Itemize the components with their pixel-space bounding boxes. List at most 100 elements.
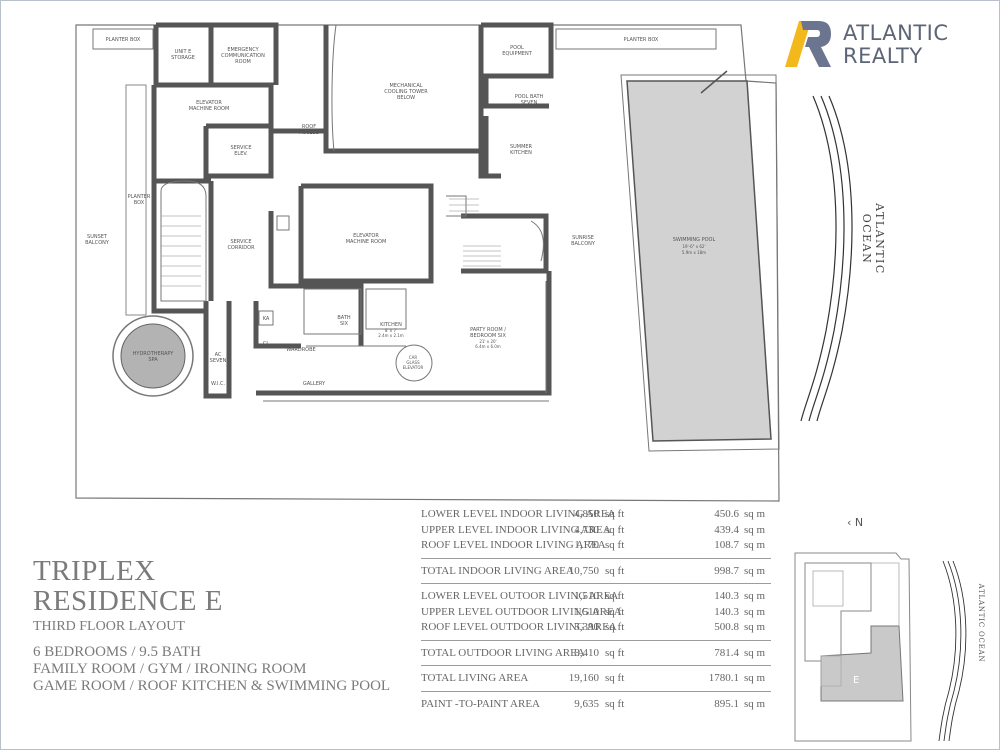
label-wardrobe: WARDROBE (286, 347, 315, 353)
label-kitchen-2: 8' x 7' (385, 328, 397, 333)
label-ac-seven-1: AC (215, 352, 222, 358)
label-service-corridor-2: CORRIDOR (227, 245, 255, 251)
area-group: TOTAL LIVING AREA 19,160 sq ft 1780.1 sq m (421, 666, 771, 692)
label-unit-storage-2: STORAGE (171, 55, 195, 61)
area-name: UPPER LEVEL OUTDOOR LIVING AREA (421, 605, 622, 618)
label-pool-bath-1: POOL BATH (515, 94, 544, 100)
area-row: TOTAL LIVING AREA 19,160 sq ft 1780.1 sq m (421, 670, 771, 686)
area-sqm: 998.7 (714, 564, 739, 577)
swimming-pool (626, 80, 772, 442)
area-sqft: 1,510 (574, 605, 599, 618)
logo-word-atlantic: ATLANTIC (843, 21, 949, 45)
area-name: TOTAL LIVING AREA (421, 672, 529, 684)
label-party-room-2: BEDROOM SIX (470, 333, 506, 339)
label-sunset-balcony-2: BALCONY (85, 240, 110, 246)
label-mechanical-1: MECHANICAL (389, 83, 422, 89)
area-sqft-unit: sq ft (605, 590, 625, 602)
planter-box-strip (125, 84, 147, 316)
label-unit-storage-1: UNIT E (175, 49, 192, 55)
planter-box-left (92, 28, 154, 50)
area-sqft-unit: sq ft (605, 646, 625, 659)
label-elevator-machine-top-2: MACHINE ROOM (189, 106, 230, 112)
label-party-room-3: 21' x 20' (479, 339, 496, 344)
label-planter-box-right: PLANTER BOX (624, 37, 659, 43)
label-planter-side-1: PLANTER (128, 194, 151, 200)
label-pool-equipment-1: POOL (510, 45, 524, 51)
area-sqft-unit: sq ft (605, 605, 625, 618)
logo-wordmark: ATLANTIC REALTY (843, 22, 949, 68)
area-sqm: 140.3 (714, 605, 739, 618)
area-sqm-unit: sq m (744, 646, 766, 659)
label-car-elevator-3: ELEVATOR (403, 365, 424, 370)
area-sqm: 1780.1 (708, 672, 739, 684)
area-name: ROOF LEVEL OUTDOOR LIVING AREA (421, 621, 617, 633)
area-sqft-unit: sq ft (605, 672, 625, 684)
planter-box-right (555, 28, 717, 50)
label-elevator-machine-top-1: ELEVATOR (196, 100, 222, 106)
logo-word-realty: REALTY (843, 44, 923, 68)
area-sqft-unit: sq ft (605, 697, 625, 710)
area-sqm: 439.4 (714, 523, 739, 536)
key-plan: E (794, 552, 967, 742)
north-indicator: ‹ N (847, 516, 864, 529)
label-hydrotherapy-2: SPA (148, 357, 158, 363)
label-emergency-1: EMERGENCY (227, 47, 259, 53)
area-sqm-unit: sq m (744, 508, 766, 520)
label-sunrise-balcony-2: BALCONY (571, 241, 596, 247)
area-sqft: 19,160 (568, 672, 599, 684)
label-ka: KA (263, 316, 270, 322)
label-emergency-3: ROOM (235, 59, 251, 65)
label-pool-bath-2: SEVEN (521, 100, 538, 106)
hydrotherapy-spa (120, 323, 186, 389)
area-sqm: 895.1 (714, 697, 739, 710)
area-sqm-unit: sq m (744, 564, 766, 577)
building-walls (151, 22, 554, 399)
label-mechanical-3: BELOW (397, 95, 415, 101)
area-sqm: 781.4 (714, 646, 739, 659)
feature-item: FAMILY ROOM / GYM / IRONING ROOM (33, 661, 307, 677)
label-sunrise-balcony-1: SUNRISE (572, 235, 594, 241)
logo-mark-icon (785, 21, 831, 67)
area-name: ROOF LEVEL INDOOR LIVING AREA (421, 539, 606, 551)
label-service-elev-2: ELEV. (234, 151, 248, 157)
label-mechanical-2: COOLING TOWER (384, 89, 428, 95)
label-summer-kitchen-2: KITCHEN (510, 150, 532, 156)
ocean-label: ATLANTIC OCEAN (860, 203, 886, 275)
label-planter-box-left: PLANTER BOX (106, 37, 141, 43)
label-emergency-2: COMMUNICATION (221, 53, 265, 59)
feature-list: 6 BEDROOMS / 9.5 BATH FAMILY ROOM / GYM … (33, 644, 390, 695)
area-sqm: 450.6 (714, 508, 739, 520)
area-sqft: 4,850 (574, 508, 599, 520)
area-sqm-unit: sq m (744, 523, 766, 536)
north-label: N (854, 516, 864, 529)
area-sqm: 108.7 (714, 539, 739, 551)
label-service-corridor-1: SERVICE (230, 239, 251, 245)
label-swimming-pool-1: SWIMMING POOL (673, 237, 716, 243)
area-sqm-unit: sq m (744, 621, 766, 633)
area-sqft-unit: sq ft (605, 539, 625, 551)
area-sqft: 1,170 (574, 539, 599, 551)
hydrotherapy-spa-deck (112, 315, 194, 397)
label-service-elev-1: SERVICE (230, 145, 251, 151)
area-sqm-unit: sq m (744, 605, 766, 618)
area-sqm-unit: sq m (744, 672, 766, 684)
label-summer-kitchen-1: SUMMER (510, 144, 533, 150)
area-name: LOWER LEVEL INDOOR LIVING AREA (421, 508, 616, 520)
label-hydrotherapy-1: HYDROTHERAPY (133, 351, 175, 357)
label-gallery: GALLERY (303, 381, 326, 387)
area-sqft-unit: sq ft (605, 508, 625, 520)
area-sqm: 140.3 (714, 590, 739, 602)
label-elevator-machine-2: MACHINE ROOM (346, 239, 387, 245)
area-sqft-unit: sq ft (605, 621, 625, 633)
title-line-2: RESIDENCE E (33, 585, 223, 617)
